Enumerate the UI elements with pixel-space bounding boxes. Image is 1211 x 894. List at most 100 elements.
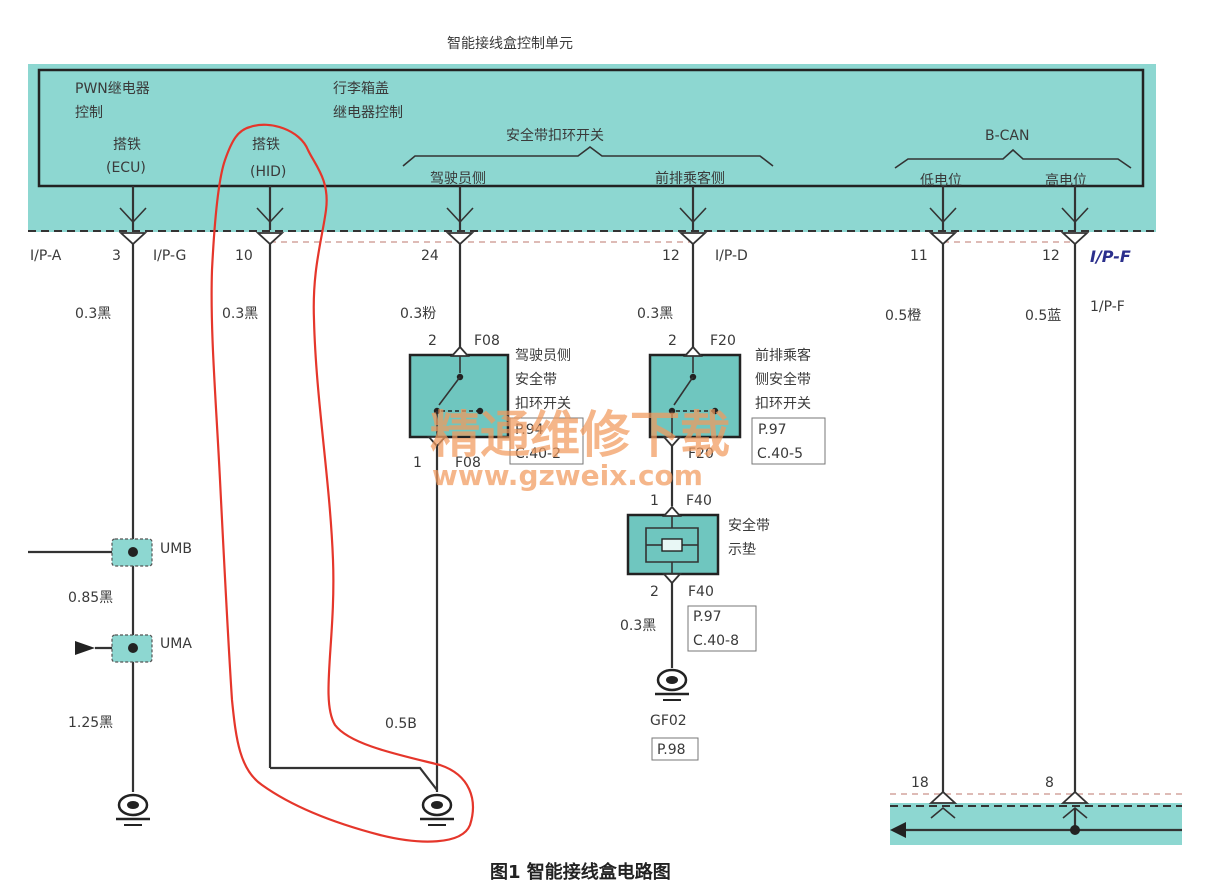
pin-18: 18: [911, 775, 929, 791]
wire-can-low: 0.5橙: [885, 308, 921, 324]
wire-driver-switch: 0.3粉: [400, 306, 436, 322]
f08-ref-page: P.94: [515, 422, 544, 438]
pin-24: 24: [421, 248, 439, 264]
f20-name-1: 前排乘客: [755, 347, 811, 364]
seatbelt-bracket: [402, 146, 774, 167]
connector-pin-12-d: [678, 186, 708, 246]
trunk-relay-label-1: 行李箱盖: [333, 81, 389, 97]
sensor-f40: [626, 505, 720, 585]
f20-name-3: 扣环开关: [755, 396, 811, 412]
f40-ref-grid: C.40-8: [693, 633, 739, 649]
ground-hid-icon: [420, 793, 454, 826]
f20-ref-page: P.97: [758, 422, 787, 438]
pwn-relay-label-2: 控制: [75, 105, 103, 121]
switch-f20: [648, 345, 742, 448]
splice-uma-label: UMA: [160, 636, 192, 652]
ground-gf02-ref-box: [651, 737, 699, 761]
f20-ref-box: [751, 417, 826, 465]
f40-ref-box: [687, 605, 757, 652]
f08-pin-bottom: 1: [413, 455, 422, 471]
arrow-right-icon: [75, 641, 95, 655]
f40-pin-top: 1: [650, 493, 659, 509]
wire-line-hid-to-ground: [270, 766, 438, 791]
f40-name-2: 示垫: [728, 542, 756, 558]
f08-ref-box: [509, 417, 584, 465]
junction-dot-icon: [1070, 825, 1080, 835]
connector-pin-10: [255, 186, 285, 246]
connector-pin-18: [928, 790, 958, 819]
ecu-ground-label: 搭铁: [113, 137, 141, 153]
wire-passenger-switch: 0.3黑: [637, 306, 673, 322]
pwn-relay-label-1: PWN继电器: [75, 81, 150, 97]
wire-uma-ground: 1.25黑: [68, 715, 113, 731]
wire-ecu-ground: 0.3黑: [75, 306, 111, 322]
connector-pin-24: [445, 186, 475, 246]
hid-ground-sub: (HID): [250, 164, 286, 180]
hid-ground-label: 搭铁: [252, 137, 280, 153]
connector-pin-12-f: [1060, 186, 1090, 246]
figure-caption: 图1 智能接线盒电路图: [490, 861, 671, 883]
switch-f08: [408, 345, 510, 448]
wire-hid-ground: 0.3黑: [222, 306, 258, 322]
wire-umb-uma: 0.85黑: [68, 590, 113, 606]
bcan-bracket: [894, 148, 1132, 169]
driver-side-label: 驾驶员侧: [430, 171, 486, 187]
f40-name-1: 安全带: [728, 517, 770, 534]
f20-id-bottom: F20: [688, 446, 714, 462]
connector-pin-11: [928, 186, 958, 246]
connector-ip-f-alt: 1/P-F: [1090, 299, 1125, 315]
f08-ref-grid: C.40-2: [515, 446, 561, 462]
pin-10: 10: [235, 248, 253, 264]
splice-umb-icon: [111, 538, 153, 567]
f08-name-1: 驾驶员侧: [515, 348, 571, 364]
bcan-label: B-CAN: [985, 128, 1029, 144]
pin-8: 8: [1045, 775, 1054, 791]
bottom-unit-band: [890, 803, 1182, 845]
f20-pin-top: 2: [668, 333, 677, 349]
f08-id-bottom: F08: [455, 455, 481, 471]
wire-hid-to-ground: 0.5B: [385, 716, 417, 732]
watermark-url: www.gzweix.com: [432, 459, 703, 492]
red-annotation-loop: [210, 123, 474, 843]
ground-gf02-icon: [655, 668, 689, 701]
f20-name-2: 侧安全带: [755, 371, 811, 388]
f40-id-top: F40: [686, 493, 712, 509]
ecu-ground-sub: (ECU): [106, 160, 146, 176]
f08-name-3: 扣环开关: [515, 396, 571, 412]
can-high-label: 高电位: [1045, 172, 1087, 189]
f20-ref-grid: C.40-5: [757, 446, 803, 462]
connector-ip-f: I/P-F: [1090, 247, 1131, 266]
arrow-left-icon: [890, 822, 906, 838]
passenger-side-label: 前排乘客侧: [655, 170, 725, 187]
watermark-name: 精通维修下载: [430, 406, 730, 464]
f40-id-bottom: F40: [688, 584, 714, 600]
f08-pin-top: 2: [428, 333, 437, 349]
seatbelt-switch-label: 安全带扣环开关: [506, 127, 604, 144]
pin-11: 11: [910, 248, 928, 264]
wire-seat-mat-ground: 0.3黑: [620, 618, 656, 634]
connector-ip-a: I/P-A: [30, 248, 62, 264]
ground-gf02-ref: P.98: [657, 742, 686, 758]
ground-gf02-id: GF02: [650, 713, 687, 729]
pin-12-f: 12: [1042, 248, 1060, 264]
diagram-title: 智能接线盒控制单元: [447, 35, 573, 52]
pin-3: 3: [112, 248, 121, 264]
connector-ip-g: I/P-G: [153, 248, 186, 264]
f20-id-top: F20: [710, 333, 736, 349]
f40-pin-bottom: 2: [650, 584, 659, 600]
f08-name-2: 安全带: [515, 371, 557, 388]
pin-12-d: 12: [662, 248, 680, 264]
f40-ref-page: P.97: [693, 609, 722, 625]
control-unit-box: [37, 68, 1145, 188]
f08-id-top: F08: [474, 333, 500, 349]
trunk-relay-label-2: 继电器控制: [333, 105, 403, 121]
wire-can-high: 0.5蓝: [1025, 308, 1061, 324]
splice-uma-icon: [111, 634, 153, 663]
ground-ecu-icon: [116, 793, 150, 826]
connector-pin-3: [118, 186, 148, 246]
splice-umb-label: UMB: [160, 541, 192, 557]
connector-ip-d: I/P-D: [715, 248, 748, 264]
can-low-label: 低电位: [920, 173, 962, 189]
